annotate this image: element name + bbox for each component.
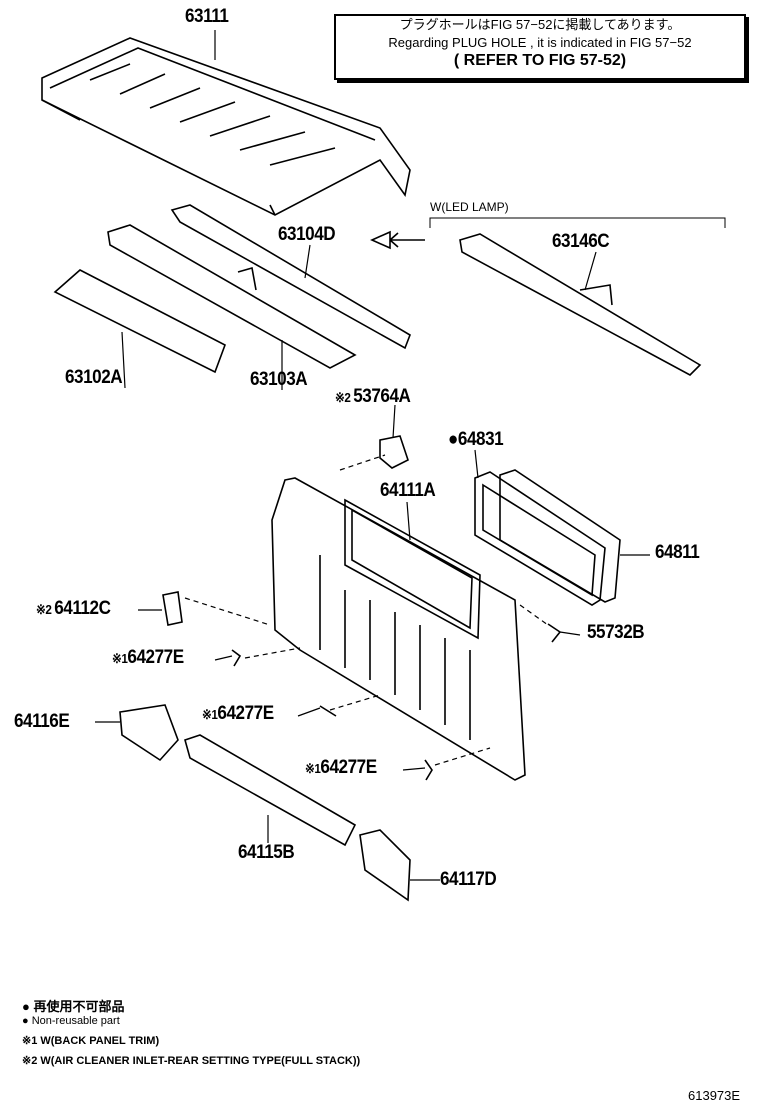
part-label-63111[interactable]: 63111 (185, 6, 229, 27)
part-label-64277E-1[interactable]: ※164277E (112, 647, 184, 668)
window-drawing (474, 469, 621, 606)
plug-hole-note: プラグホールはFIG 57−52に掲載してあります。 Regarding PLU… (334, 14, 746, 80)
part-label-64831[interactable]: ●64831 (448, 429, 504, 450)
legend-note-1: ※1 W(BACK PANEL TRIM) (22, 1035, 160, 1047)
part-label-64112C[interactable]: ※2 64112C (36, 598, 111, 619)
part-label-63102A[interactable]: 63102A (65, 367, 123, 388)
note-en: Regarding PLUG HOLE , it is indicated in… (388, 35, 692, 50)
leader-lines (95, 30, 650, 881)
part-label-64111A[interactable]: 64111A (380, 480, 436, 501)
legend-nonreusable-en: ● Non-reusable part (22, 1015, 120, 1027)
part-label-64811[interactable]: 64811 (655, 542, 700, 563)
note-ref[interactable]: ( REFER TO FIG 57-52) (453, 52, 627, 69)
variant-label: W(LED LAMP) (430, 200, 509, 214)
part-label-64277E-2[interactable]: ※164277E (202, 703, 274, 724)
part-label-64277E-3[interactable]: ※164277E (305, 757, 377, 778)
roof-rails-drawing (53, 204, 702, 376)
part-label-53764A[interactable]: ※2 53764A (335, 386, 411, 407)
part-label-55732B[interactable]: 55732B (587, 622, 645, 643)
part-label-64117D[interactable]: 64117D (440, 869, 497, 890)
small-parts-drawing (119, 435, 562, 902)
arrow-icon (370, 230, 425, 250)
part-label-63103A[interactable]: 63103A (250, 369, 308, 390)
part-label-64116E[interactable]: 64116E (14, 711, 70, 732)
part-label-63104D[interactable]: 63104D (278, 224, 336, 245)
back-panel-drawing (271, 477, 526, 781)
part-label-63146C[interactable]: 63146C (552, 231, 610, 252)
note-jp: プラグホールはFIG 57−52に掲載してあります。 (399, 17, 681, 32)
legend-note-2: ※2 W(AIR CLEANER INLET-REAR SETTING TYPE… (22, 1055, 361, 1067)
part-label-64115B[interactable]: 64115B (238, 842, 295, 863)
legend-nonreusable-jp: ● 再使用不可部品 (22, 999, 125, 1014)
variant-bracket (429, 217, 726, 228)
figure-id: 613973E (688, 1088, 741, 1103)
roof-panel-drawing (41, 37, 411, 216)
